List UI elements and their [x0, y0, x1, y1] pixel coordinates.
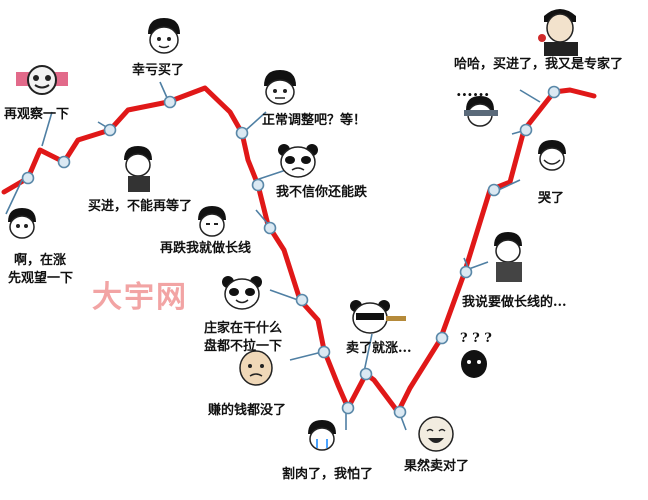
caption-rising-watch-1: 啊，在涨	[14, 253, 67, 268]
curve-node	[235, 126, 249, 140]
curve-node	[459, 265, 473, 279]
curve-node	[341, 401, 355, 415]
expert-man-face	[538, 9, 578, 56]
caption-buy-in: 买进，不能再等了	[88, 199, 193, 214]
smoking-figure-face	[124, 146, 152, 192]
curve-node	[21, 171, 35, 185]
caption-long-line: 我说要做长线的...	[462, 295, 567, 310]
caption-arrows	[5, 81, 541, 431]
curve-node	[393, 405, 407, 419]
curve-nodes	[21, 85, 561, 419]
curve-node	[263, 221, 277, 235]
mushroom-head-face	[494, 232, 522, 282]
caption-cried: 哭了	[538, 191, 565, 206]
curve-node	[103, 123, 117, 137]
caption-lucky-bought: 幸亏买了	[132, 63, 185, 78]
mushroom-head-face	[464, 96, 498, 127]
caption-dealer-2: 盘都不拉一下	[204, 339, 283, 354]
bald-face	[239, 350, 273, 386]
panda-face	[222, 276, 262, 310]
caption-not-believe-drop: 我不信你还能跌	[276, 185, 368, 200]
caption-dots: ......	[456, 81, 490, 100]
curve-node	[295, 293, 309, 307]
sunglasses-panda-face	[350, 300, 406, 334]
caption-sell-rise: 卖了就涨...	[346, 341, 412, 356]
watermark-logo: 大宇网	[92, 280, 188, 315]
caption-expert: 哈哈，买进了，我又是专家了	[454, 57, 624, 72]
caption-correction-wait: 正常调整吧？等！	[262, 113, 367, 128]
crying-face	[308, 420, 336, 451]
caption-rising-watch-2: 先观望一下	[8, 271, 74, 286]
caption-profit-gone: 赚的钱都没了	[208, 403, 287, 418]
caption-sold-right: 果然卖对了	[404, 459, 470, 474]
curve-node	[487, 183, 501, 197]
curve-node	[317, 345, 331, 359]
meme-faces	[8, 9, 578, 452]
curve-node	[519, 123, 533, 137]
panda-cash-face	[16, 65, 68, 95]
mushroom-head-face	[148, 18, 180, 54]
black-silhouette-face	[461, 350, 487, 378]
panda-face	[278, 144, 318, 178]
curve-node	[57, 155, 71, 169]
caption-wait-observe: 再观察一下	[4, 107, 70, 122]
laughing-face	[418, 416, 454, 452]
curve-node	[547, 85, 561, 99]
curve-node	[251, 178, 265, 192]
curve-node	[435, 331, 449, 345]
caption-long-term: 再跌我就做长线	[160, 241, 252, 256]
caption-question: ? ? ?	[460, 331, 492, 346]
curve-node	[359, 367, 373, 381]
mushroom-head-face	[8, 208, 36, 239]
mushroom-head-face	[264, 70, 296, 105]
mushroom-head-face	[198, 206, 226, 237]
caption-cut-loss: 割肉了，我怕了	[282, 467, 374, 482]
caption-dealer-1: 庄家在干什么	[204, 321, 283, 336]
crying-face	[538, 140, 566, 171]
curve-node	[163, 95, 177, 109]
